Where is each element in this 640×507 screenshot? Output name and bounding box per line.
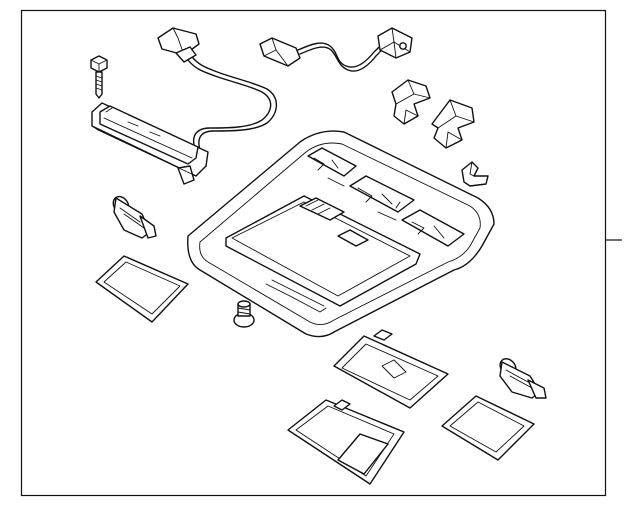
- lens-cover-icon: [95, 255, 189, 323]
- lamp-lens-icon: [287, 399, 405, 485]
- bulb-socket-icon: [499, 358, 547, 399]
- overhead-console-housing-icon: [187, 130, 495, 338]
- map-lamp-switch-icon: [91, 102, 209, 185]
- lamp-lens-icon: [333, 329, 449, 409]
- lamp-lens-icon: [441, 395, 535, 461]
- retainer-clip-icon: [461, 161, 489, 187]
- clip-bracket-icon: [431, 99, 475, 149]
- retaining-screw-icon: [233, 300, 255, 328]
- clip-bracket-icon: [391, 79, 431, 125]
- mounting-screw-icon: [90, 55, 108, 99]
- bulb-socket-icon: [112, 195, 157, 239]
- wiring-harness-right: [259, 27, 413, 72]
